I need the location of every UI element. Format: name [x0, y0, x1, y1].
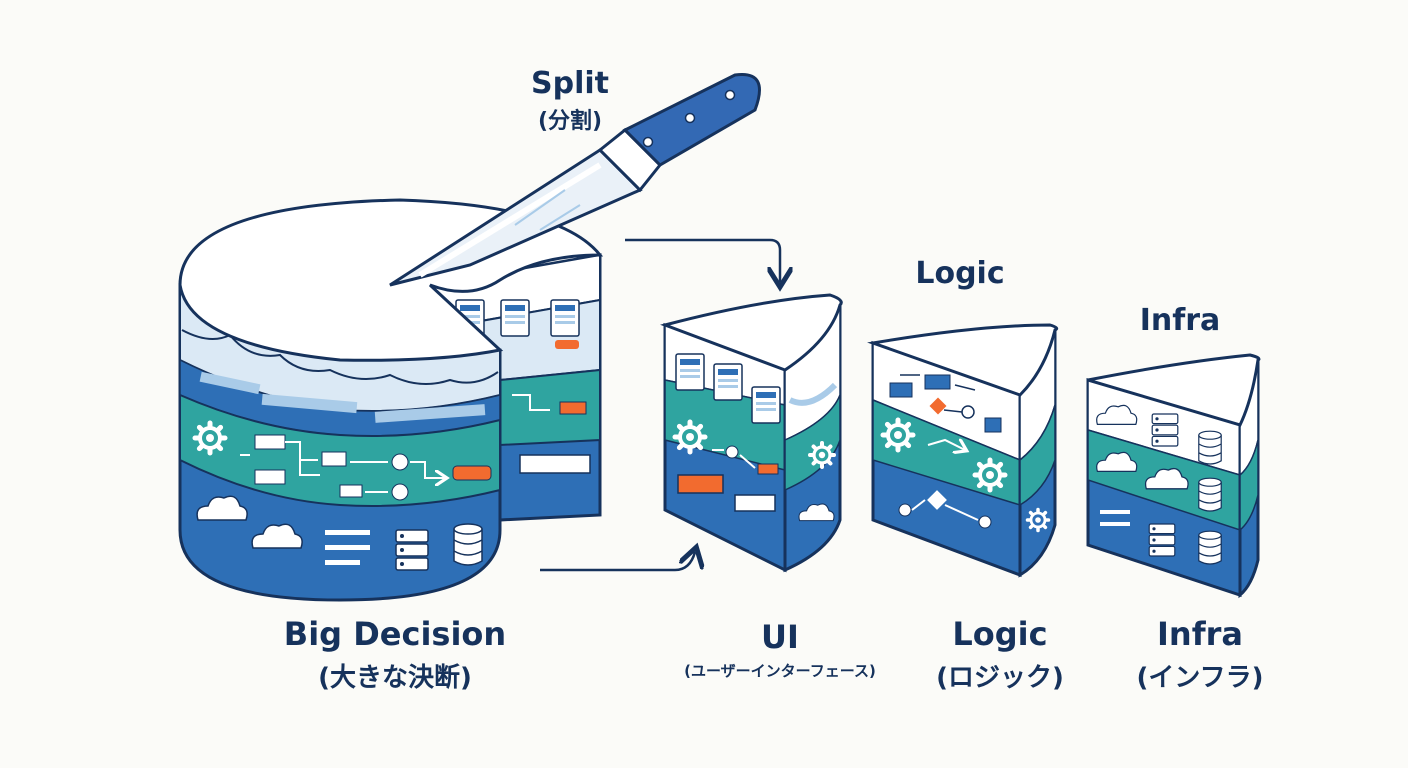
logic-slice — [867, 323, 1059, 578]
infra-slice — [1086, 353, 1261, 599]
ui-label: UI (ユーザーインターフェース) — [650, 618, 910, 681]
split-subtitle: (分割) — [537, 109, 603, 134]
arrow-icon — [540, 552, 695, 572]
infra-title: Infra — [1157, 615, 1243, 653]
big-cake — [178, 198, 604, 602]
ui-subtitle: (ユーザーインターフェース) — [684, 662, 876, 680]
infra-subtitle: (インフラ) — [1136, 663, 1264, 693]
big-decision-title: Big Decision — [283, 615, 507, 653]
split-title: Split — [531, 66, 609, 101]
ui-slice — [660, 293, 843, 573]
infra-top-label: Infra — [1139, 303, 1221, 338]
logic-top-label: Logic — [915, 256, 1005, 291]
logic-label: Logic (ロジック) — [920, 615, 1080, 694]
split-label: Split (分割) — [500, 66, 640, 135]
big-decision-subtitle: (大きな決断) — [318, 663, 472, 693]
ui-title: UI — [761, 618, 799, 656]
knife-icon — [389, 72, 761, 287]
cake-cylinder — [178, 283, 502, 602]
infra-label: Infra (インフラ) — [1120, 615, 1280, 694]
big-decision-label: Big Decision (大きな決断) — [270, 615, 520, 694]
logic-title: Logic — [952, 615, 1048, 653]
logic-subtitle: (ロジック) — [936, 663, 1064, 693]
arrow-icon — [625, 238, 780, 282]
